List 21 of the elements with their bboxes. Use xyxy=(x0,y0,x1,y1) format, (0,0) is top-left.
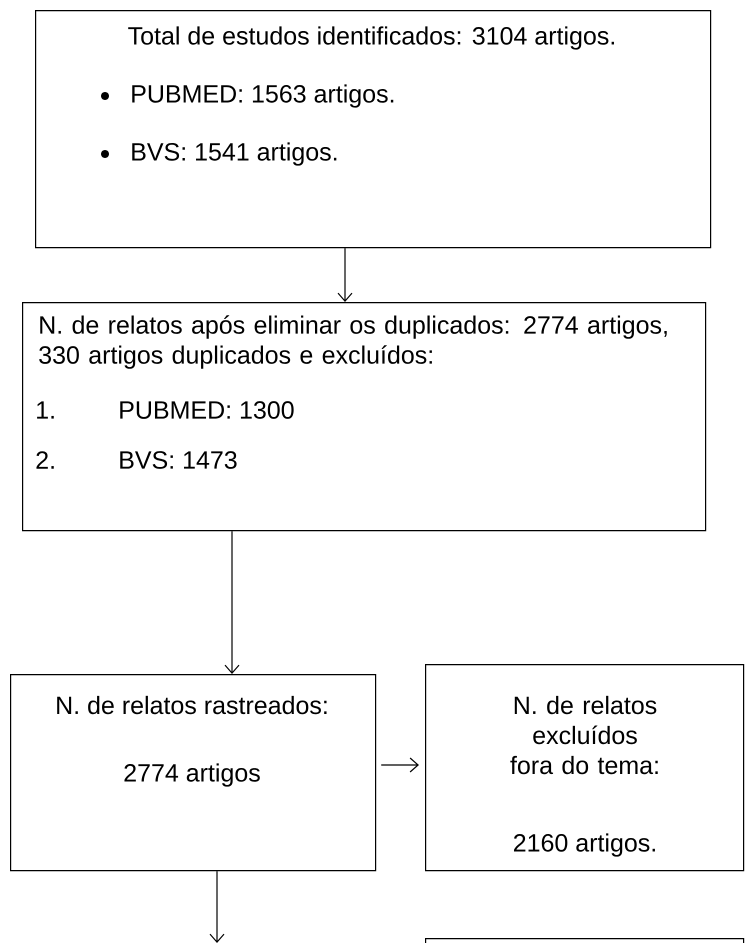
node-text: N. de relatos rastreados: xyxy=(57,696,327,714)
node-text: N. de relatos após eliminar os duplicados: 2774 artigos, 330 artigos duplicados e excluídos: xyxy=(39,315,667,369)
process-box xyxy=(425,664,744,872)
arrow xyxy=(338,248,352,302)
node-text: 2160 artigos. xyxy=(514,833,655,857)
empty-box xyxy=(425,938,744,943)
node-text: BVS: 1541 artigos. xyxy=(132,142,336,166)
node-text: N. de relatos excluídos fora do tema: xyxy=(510,696,658,774)
node-text: PUBMED: 1300 xyxy=(120,401,294,419)
process-box xyxy=(35,10,712,248)
node-text: Total de estudos identificados: 3104 artigos. xyxy=(128,26,614,50)
arrow xyxy=(210,871,224,943)
node-text: 2774 artigos xyxy=(124,763,260,787)
arrow xyxy=(224,531,240,674)
node-text: PUBMED: 1563 artigos. xyxy=(132,84,394,108)
process-box xyxy=(10,674,376,872)
process-box xyxy=(22,302,706,532)
node-text: 2. xyxy=(36,451,54,469)
node-text: 1. xyxy=(37,401,54,419)
node-text: BVS: 1473 xyxy=(120,451,237,469)
arrow xyxy=(381,758,419,772)
